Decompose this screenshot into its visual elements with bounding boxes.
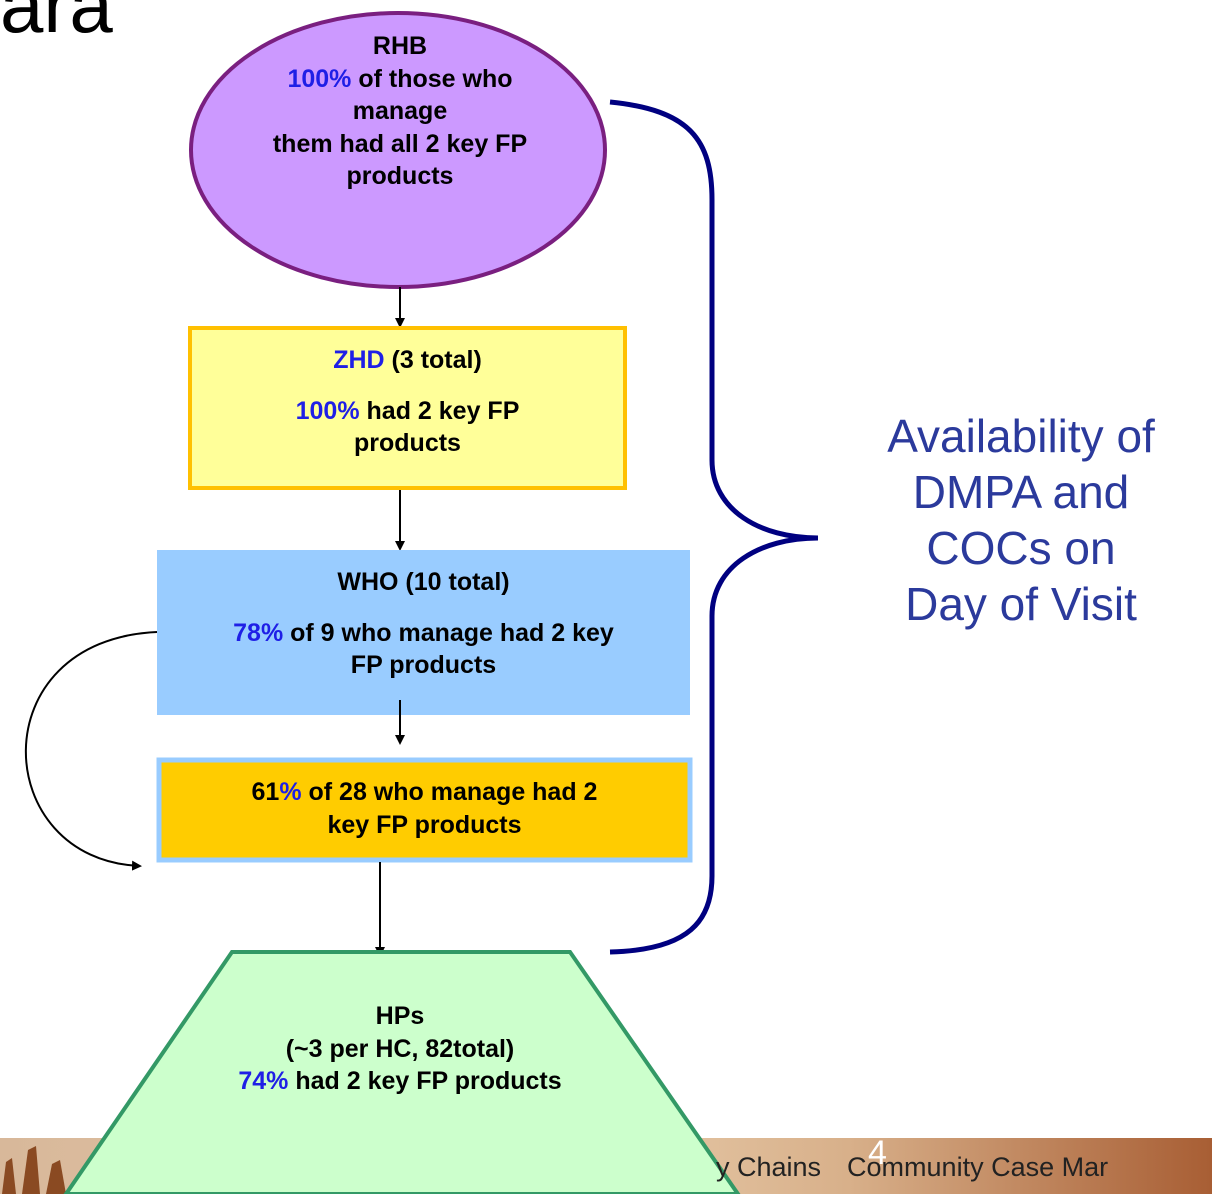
rhb-line1: 100% of those who xyxy=(210,63,590,96)
hc-pct-sign: % xyxy=(279,778,302,806)
rhb-line2: manage xyxy=(352,97,448,125)
zhd-name-rest: (3 total) xyxy=(384,346,482,374)
rhb-title: RHB xyxy=(372,32,428,60)
brace-label-line4: Day of Visit xyxy=(905,578,1137,631)
who-node xyxy=(157,550,690,715)
who-pct: 78% xyxy=(233,618,284,647)
footer-text-left: y Chains xyxy=(716,1152,822,1182)
rhb-line1-text: of those who xyxy=(351,64,513,93)
footer-text-right: Community Case Mar xyxy=(847,1152,1109,1182)
arrow-who-to-hp-curve xyxy=(24,631,158,871)
zhd-line2: products xyxy=(354,429,461,457)
who-line2: FP products xyxy=(350,651,497,679)
zhd-node xyxy=(188,326,627,490)
zhd-text: ZHD (3 total) 100% had 2 key FP products xyxy=(190,344,625,460)
footer-text: y Chains Community Case Mar xyxy=(716,1152,1108,1183)
rhb-pct: 100% xyxy=(287,64,352,93)
who-line1: 78% of 9 who manage had 2 key xyxy=(157,617,690,650)
rhb-text: RHB 100% of those who manage them had al… xyxy=(210,30,590,193)
footer-logo-figures xyxy=(2,1146,66,1194)
who-title: WHO (10 total) xyxy=(337,568,510,596)
hp-node xyxy=(63,950,741,1194)
brace-label: Availability of DMPA and COCs on Day of … xyxy=(836,408,1206,632)
hp-line1: 74% had 2 key FP products xyxy=(170,1065,630,1098)
zhd-name: ZHD xyxy=(333,346,385,374)
zhd-line1-text: had 2 key FP xyxy=(359,396,520,425)
hp-text: HPs (~3 per HC, 82total) 74% had 2 key F… xyxy=(170,1000,630,1098)
brace-label-line3: COCs on xyxy=(926,522,1116,575)
hc-node xyxy=(156,757,693,863)
footer-four-glyph: 4 xyxy=(868,1134,887,1172)
hc-line1-text: of 28 who manage had 2 xyxy=(301,778,598,806)
hc-pct-num: 61 xyxy=(251,778,280,806)
hp-subtitle: (~3 per HC, 82total) xyxy=(285,1034,515,1063)
zhd-pct: 100% xyxy=(295,396,360,425)
zhd-line1: 100% had 2 key FP xyxy=(190,395,625,428)
hc-text: 61% of 28 who manage had 2 key FP produc… xyxy=(159,776,690,841)
hc-line2: key FP products xyxy=(327,810,522,839)
who-text: WHO (10 total) 78% of 9 who manage had 2… xyxy=(157,566,690,682)
slide-title-fragment: ara xyxy=(0,0,113,49)
bracket xyxy=(609,99,819,955)
hc-line1: 61% of 28 who manage had 2 xyxy=(159,776,690,809)
hp-pct: 74% xyxy=(238,1067,289,1095)
brace-label-line1: Availability of xyxy=(887,410,1155,462)
hp-line1-text: had 2 key FP products xyxy=(288,1067,562,1095)
brace-label-line2: DMPA and xyxy=(912,466,1130,519)
zhd-title: ZHD (3 total) xyxy=(190,344,625,377)
who-line1-text: of 9 who manage had 2 key xyxy=(283,618,614,647)
rhb-line4: products xyxy=(346,162,454,190)
rhb-line3: them had all 2 key FP xyxy=(272,129,528,158)
hp-title: HPs xyxy=(375,1002,425,1030)
rhb-node xyxy=(189,11,607,289)
